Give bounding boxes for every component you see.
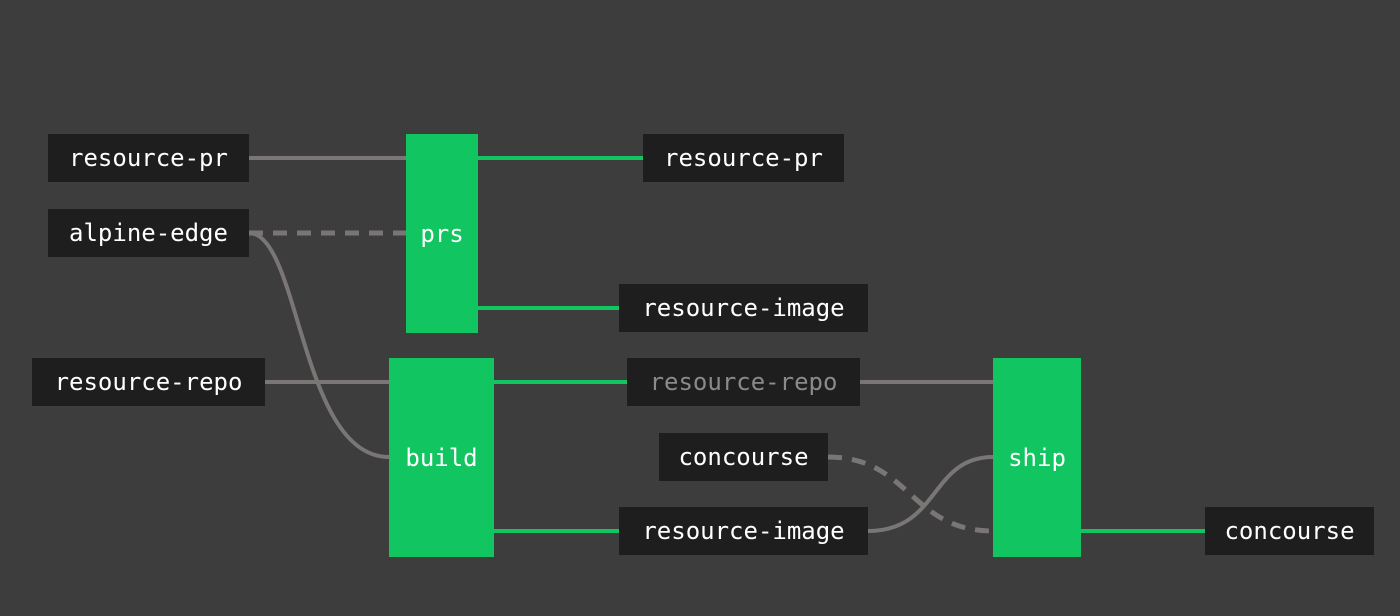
resource-node-resource-image-prs[interactable]: resource-image xyxy=(619,284,868,332)
edge-resource-image-to-ship xyxy=(867,455,994,533)
resource-label: concourse xyxy=(1224,517,1355,545)
resource-label: alpine-edge xyxy=(69,219,228,247)
resource-label: resource-repo xyxy=(649,368,838,396)
job-build[interactable]: build xyxy=(389,358,494,557)
job-label: ship xyxy=(1008,443,1066,472)
job-label: prs xyxy=(420,219,464,248)
resource-node-resource-repo-build[interactable]: resource-repo xyxy=(627,358,860,406)
edge-concourse-to-ship xyxy=(827,454,994,534)
resource-node-resource-repo-input[interactable]: resource-repo xyxy=(32,358,265,406)
job-label: build xyxy=(405,443,478,472)
job-prs[interactable]: prs xyxy=(406,134,478,333)
resource-label: resource-pr xyxy=(69,144,228,172)
resource-node-alpine-edge[interactable]: alpine-edge xyxy=(48,209,249,257)
resource-label: resource-pr xyxy=(664,144,823,172)
resource-node-resource-pr-output[interactable]: resource-pr xyxy=(643,134,844,182)
resource-node-concourse-output[interactable]: concourse xyxy=(1205,507,1374,555)
resource-label: resource-image xyxy=(642,517,845,545)
resource-node-concourse-input[interactable]: concourse xyxy=(659,433,828,481)
resource-label: concourse xyxy=(678,443,809,471)
resource-node-resource-image-build[interactable]: resource-image xyxy=(619,507,868,555)
resource-node-resource-pr-input[interactable]: resource-pr xyxy=(48,134,249,182)
resource-label: resource-repo xyxy=(54,368,243,396)
edge-alpine-edge-to-build xyxy=(248,231,390,459)
job-ship[interactable]: ship xyxy=(993,358,1081,557)
resource-label: resource-image xyxy=(642,294,845,322)
